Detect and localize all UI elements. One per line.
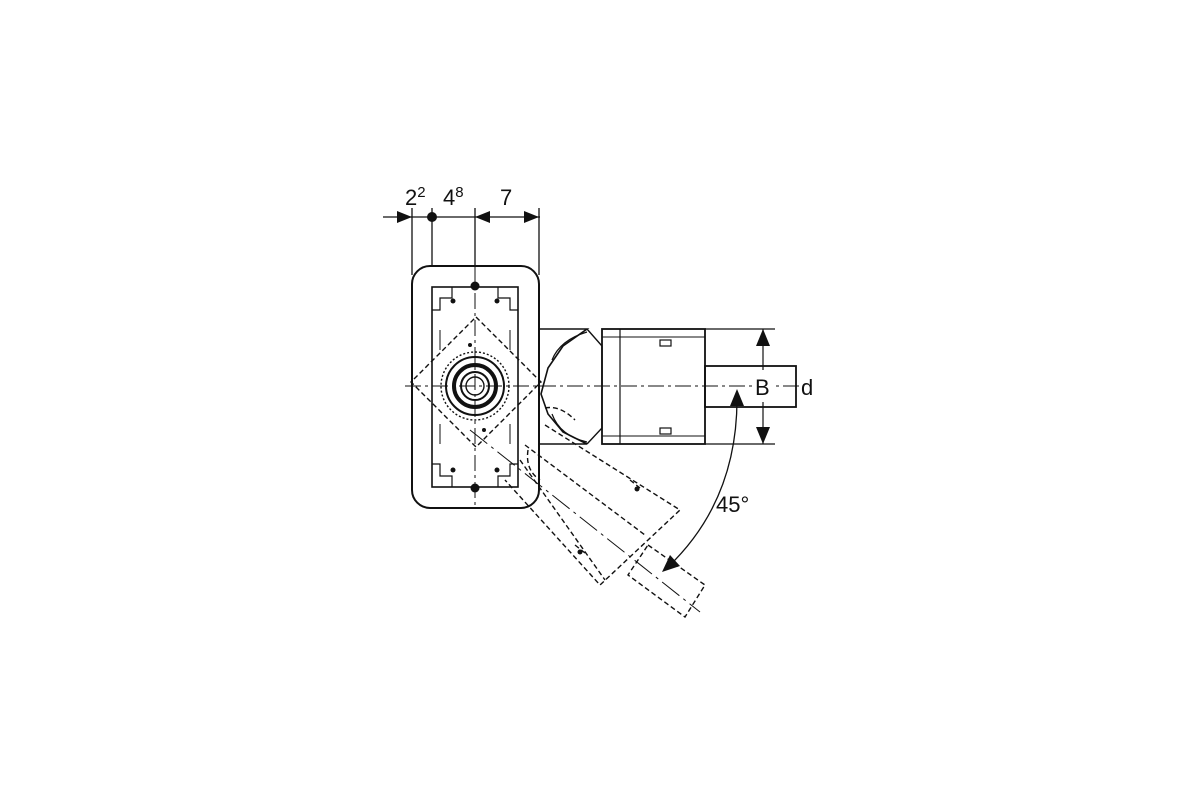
top-dimension-arrows <box>397 211 539 223</box>
b-dimension-arrows <box>756 329 770 444</box>
arrow-right-1 <box>475 211 490 223</box>
label-d: d <box>801 375 813 400</box>
label-B: B <box>755 375 770 400</box>
rotated-outlet-marks <box>577 486 640 555</box>
angle-arrow-top <box>730 389 744 406</box>
rotated-outlet-dashed <box>410 316 706 619</box>
angle-arrow-bottom <box>662 555 680 572</box>
angle-arrows <box>662 389 744 572</box>
dim-label-2-2: 22 <box>405 184 426 210</box>
angle-dimension <box>667 395 738 568</box>
b-label-mask <box>752 374 774 398</box>
angle-label: 45° <box>716 492 749 517</box>
screw-holes <box>450 281 500 493</box>
dim-label-7: 7 <box>500 185 512 210</box>
arrow-left-outer <box>397 211 412 223</box>
dim-label-4-8: 48 <box>443 184 464 210</box>
arrow-right-2 <box>524 211 539 223</box>
dimension-origin-dot <box>427 212 437 222</box>
horizontal-outlet <box>539 328 797 445</box>
